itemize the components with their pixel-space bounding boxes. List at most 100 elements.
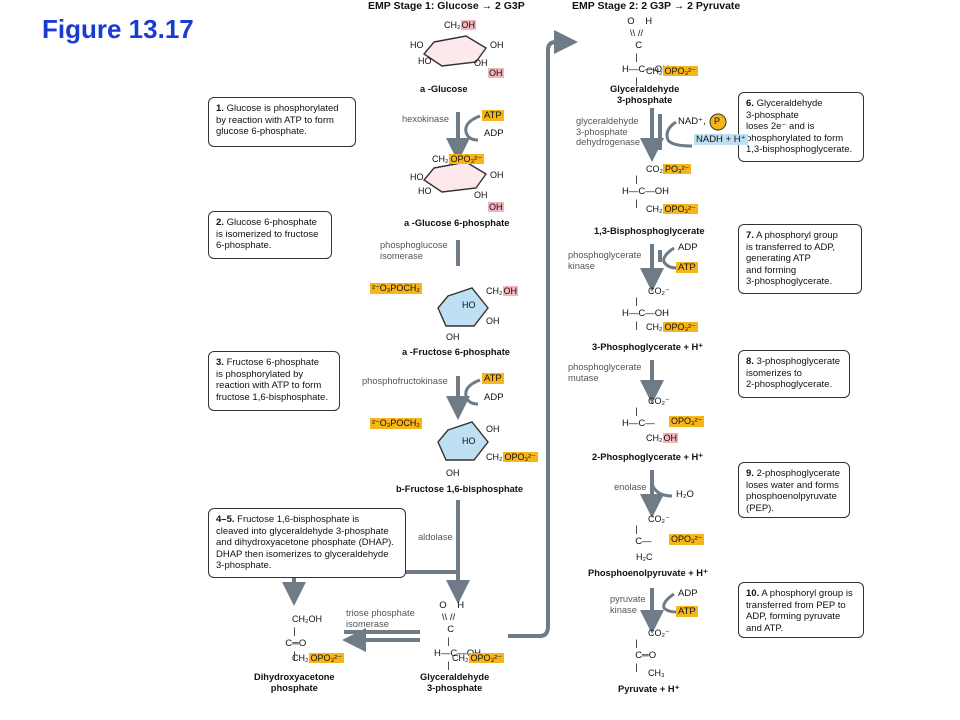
- co2-group: CO₂⁻: [648, 628, 670, 638]
- dhap-label: Dihydroxyacetone phosphate: [254, 672, 335, 693]
- step-10-number: 10.: [746, 588, 760, 599]
- enzyme-pgk: phosphoglycerate kinase: [568, 250, 642, 271]
- co2-group: CO₂: [646, 164, 663, 174]
- step-3-text: Fructose 6-phosphate is phosphorylated b…: [216, 357, 328, 403]
- co2-group: CO₂⁻: [648, 514, 670, 524]
- stage1-title: EMP Stage 1: Glucose → 2 G3P: [368, 0, 525, 12]
- pg3-backbone: | H—C—OH |: [622, 296, 669, 331]
- ch2-group: CH₂: [646, 66, 663, 76]
- step-2-number: 2.: [216, 217, 224, 228]
- enzyme-aldolase: aldolase: [418, 532, 453, 542]
- adp-label: ADP: [484, 392, 504, 403]
- phosphate-group: ²⁻O₃POCH₂: [370, 418, 422, 429]
- ch2-group: CH₂: [646, 322, 663, 332]
- g3p-top-label: Glyceraldehyde 3-phosphate: [610, 84, 680, 105]
- ch2-group: CH₂: [452, 653, 469, 663]
- step-2-box: 2. Glucose 6-phosphate is isomerized to …: [208, 211, 332, 259]
- ch2-group: CH₂: [486, 286, 503, 296]
- enzyme-pk: pyruvate kinase: [610, 594, 646, 615]
- phosphate-group: OPO₃²⁻: [662, 322, 698, 332]
- phosphate-group: OPO₃²⁻: [662, 204, 698, 214]
- step-7-number: 7.: [746, 230, 754, 241]
- glucose-ch2oh: CH₂OH: [444, 20, 476, 30]
- oh-group: OH: [490, 170, 504, 180]
- phosphate-group: OPO₃²⁻: [662, 66, 698, 76]
- step-6-text: Glyceraldehyde 3-phosphate loses 2e⁻ and…: [746, 98, 853, 155]
- atp-badge: ATP: [482, 373, 504, 384]
- enzyme-enolase: enolase: [614, 482, 647, 492]
- step-8-number: 8.: [746, 356, 754, 367]
- dhap-carbonyl: | C═O |: [285, 626, 307, 661]
- step-6-box: 6. Glyceraldehyde 3-phosphate loses 2e⁻ …: [738, 92, 864, 162]
- ch2-group: CH₂: [432, 154, 449, 164]
- adp-label: ADP: [678, 242, 698, 253]
- pg2-backbone: | H—C—: [622, 406, 655, 429]
- oh-group: OH: [490, 40, 504, 50]
- f6p-ch2oh: CH₂OH: [486, 286, 518, 296]
- ho-group: HO: [462, 300, 476, 310]
- pg3-label: 3-Phosphoglycerate + H⁺: [592, 342, 704, 352]
- atp-badge: ATP: [676, 262, 698, 273]
- phosphate-group: OPO₃²⁻: [502, 452, 538, 462]
- step-2-text: Glucose 6-phosphate is isomerized to fru…: [216, 217, 319, 251]
- phosphate-group: ²⁻O₃POCH₂: [370, 283, 422, 294]
- ch2-group: CH₂: [646, 204, 663, 214]
- pg2-label: 2-Phosphoglycerate + H⁺: [592, 452, 704, 462]
- step-7-box: 7. A phosphoryl group is transferred to …: [738, 224, 862, 294]
- step-9-box: 9. 2-phosphoglycerate loses water and fo…: [738, 462, 850, 518]
- fbp-label: b-Fructose 1,6-bisphosphate: [396, 484, 524, 494]
- oh-group: OH: [488, 202, 504, 212]
- step-45-box: 4–5. Fructose 1,6-bisphosphate is cleave…: [208, 508, 406, 578]
- water-label: H₂O: [676, 489, 694, 500]
- oh-group: OH: [502, 286, 518, 296]
- h2c-group: H₂C: [636, 552, 653, 562]
- pyruvate-label: Pyruvate + H⁺: [618, 684, 680, 694]
- step-1-text: Glucose is phosphorylated by reaction wi…: [216, 103, 339, 137]
- enzyme-tpi: triose phosphate isomerase: [346, 608, 415, 629]
- enzyme-g3pdh: glyceraldehyde 3-phosphate dehydrogenase: [576, 116, 641, 147]
- g6p-label: a -Glucose 6-phosphate: [404, 218, 510, 228]
- step-8-box: 8. 3-phosphoglycerate isomerizes to 2-ph…: [738, 350, 850, 398]
- pep-label: Phosphoenolpyruvate + H⁺: [588, 568, 708, 578]
- pyruvate-backbone: | C═O |: [635, 638, 657, 673]
- oh-group: OH: [486, 424, 500, 434]
- f6p-label: a -Fructose 6-phosphate: [402, 347, 510, 357]
- step-9-number: 9.: [746, 468, 754, 479]
- step-45-number: 4–5.: [216, 514, 235, 525]
- step-8-text: 3-phosphoglycerate isomerizes to 2-phosp…: [746, 356, 841, 390]
- oh-group: OH: [446, 332, 460, 342]
- g3p-aldehyde: O H \\ // C | H—C—OH |: [434, 600, 481, 671]
- step-10-box: 10. A phosphoryl group is transferred fr…: [738, 582, 864, 638]
- phosphate-group: PO₃²⁻: [663, 164, 692, 174]
- bpg-backbone: | H—C—OH |: [622, 174, 669, 209]
- oh-group: OH: [486, 316, 500, 326]
- atp-badge: ATP: [482, 110, 504, 121]
- g3p-aldehyde: O H \\ // C | H—C—OH |: [622, 16, 669, 87]
- nad-label: NAD⁺,: [678, 116, 706, 127]
- oh-group: OH: [488, 68, 504, 78]
- pg2-ch2oh: CH₂OH: [646, 433, 678, 443]
- ch3-group: CH₃: [648, 668, 665, 678]
- phosphate-group: OPO₃²⁻: [669, 534, 705, 545]
- step-10-text: A phosphoryl group is transferred from P…: [746, 588, 853, 634]
- ho-group: HO: [410, 40, 424, 50]
- phosphate-group: OPO₃²⁻: [448, 154, 484, 164]
- enzyme-pgm: phosphoglycerate mutase: [568, 362, 642, 383]
- figure-title: Figure 13.17: [42, 14, 194, 44]
- ch2-group: CH₂: [486, 452, 503, 462]
- phosphate-group: OPO₃²⁻: [308, 653, 344, 663]
- oh-group: OH: [662, 433, 678, 443]
- atp-badge: ATP: [676, 606, 698, 617]
- enzyme-pfk: phosphofructokinase: [362, 376, 448, 386]
- glucose-label: a -Glucose: [420, 84, 468, 94]
- phosphate-icon: P: [714, 116, 721, 126]
- ho-group: HO: [418, 186, 432, 196]
